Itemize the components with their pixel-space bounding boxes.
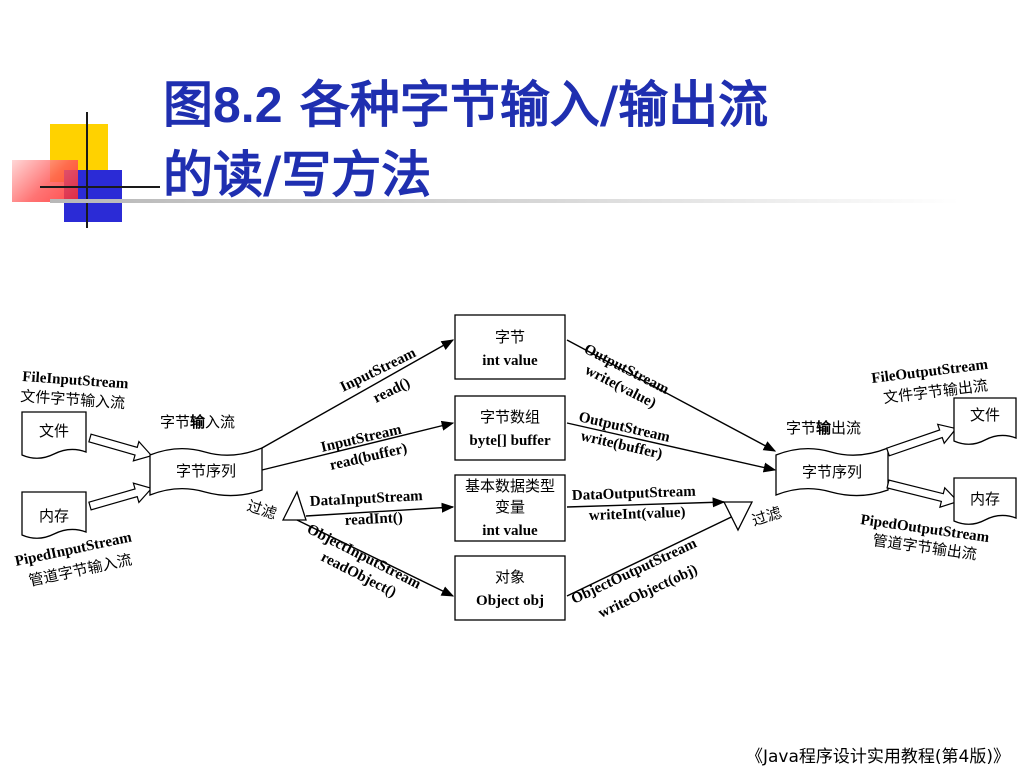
file-source-box xyxy=(21,411,87,459)
input-seq-title-pre: 字节 xyxy=(160,414,190,431)
file-to-input-arrow xyxy=(88,433,153,462)
center-box-byte xyxy=(454,314,566,380)
file-input-stream-desc: 文件字节输入流 xyxy=(20,388,126,412)
center-box-byte-array-line2: byte[] buffer xyxy=(469,433,551,449)
output-seq-title: 字节输出流 xyxy=(786,419,861,437)
center-box-primitive-line1: 基本数据类型 xyxy=(465,478,555,495)
output-seq-box xyxy=(775,447,889,497)
read-buffer-arrow xyxy=(261,420,455,471)
center-box-primitive xyxy=(454,474,566,542)
input-filter-triangle xyxy=(281,490,307,521)
output-filter-label: 过滤 xyxy=(750,504,784,529)
write-int-cls-label: DataOutputStream xyxy=(572,484,697,504)
read-int-cls-label: DataInputStream xyxy=(309,488,423,510)
read-object-arrow xyxy=(296,519,455,597)
memory-source-label: 内存 xyxy=(39,508,69,525)
output-to-memory-arrow xyxy=(886,479,959,509)
output-seq-title-bold: 输 xyxy=(816,419,832,437)
center-box-object-line1: 对象 xyxy=(495,569,525,586)
write-value-arrow xyxy=(566,339,777,452)
write-int-arrow xyxy=(566,497,726,508)
deco-horizontal-line xyxy=(40,186,160,188)
slide-title-line2: 的读/写方法 xyxy=(163,146,432,204)
center-box-object-line2: Object obj xyxy=(476,593,544,609)
output-seq-title-pre: 字节 xyxy=(786,420,816,437)
output-to-file-arrow xyxy=(885,423,958,457)
deco-red-square xyxy=(12,160,78,202)
read-int-arrow xyxy=(305,502,455,517)
input-seq-label: 字节序列 xyxy=(176,463,236,480)
input-seq-title-post: 入流 xyxy=(205,414,235,431)
input-seq-box xyxy=(149,447,263,497)
title-figure-number: 8.2 xyxy=(213,77,283,133)
file-sink-label: 文件 xyxy=(970,407,1000,424)
read-int-method-label: readInt() xyxy=(344,510,403,529)
input-seq-title-bold: 输 xyxy=(190,413,206,431)
title-rest: 各种字节输入/输出流 xyxy=(282,76,769,134)
slide-title-line1: 图8.2 各种字节输入/输出流 xyxy=(163,80,983,130)
read-arrow xyxy=(261,339,455,449)
center-box-primitive-line3: int value xyxy=(482,523,538,539)
memory-to-input-arrow xyxy=(88,482,153,511)
write-object-arrow xyxy=(566,508,750,597)
write-int-method-label: writeInt(value) xyxy=(589,505,686,524)
title-prefix: 图 xyxy=(163,76,213,134)
input-seq-title: 字节输入流 xyxy=(160,413,235,431)
center-box-byte-line1: 字节 xyxy=(495,329,525,346)
input-filter-label: 过滤 xyxy=(245,498,279,523)
write-buffer-arrow xyxy=(566,422,777,473)
memory-sink-label: 内存 xyxy=(970,491,1000,508)
memory-source-box xyxy=(21,491,87,539)
file-source-label: 文件 xyxy=(39,423,69,440)
title-divider xyxy=(50,199,960,203)
output-filter-triangle xyxy=(722,501,754,532)
center-box-object xyxy=(454,555,566,621)
slide-footer: 《Java程序设计实用教程(第4版)》 xyxy=(746,747,1010,767)
read-method-label: read() xyxy=(371,375,413,406)
center-box-byte-array-line1: 字节数组 xyxy=(480,409,540,426)
output-seq-label: 字节序列 xyxy=(802,464,862,481)
center-box-primitive-line2: 变量 xyxy=(495,499,525,516)
file-sink-box xyxy=(953,397,1017,445)
center-box-byte-array xyxy=(454,395,566,461)
center-box-byte-line2: int value xyxy=(482,353,538,369)
memory-sink-box xyxy=(953,477,1017,525)
output-seq-title-post: 出流 xyxy=(831,420,861,437)
file-input-stream-label: FileInputStream xyxy=(22,369,130,392)
deco-vertical-line xyxy=(86,112,88,228)
